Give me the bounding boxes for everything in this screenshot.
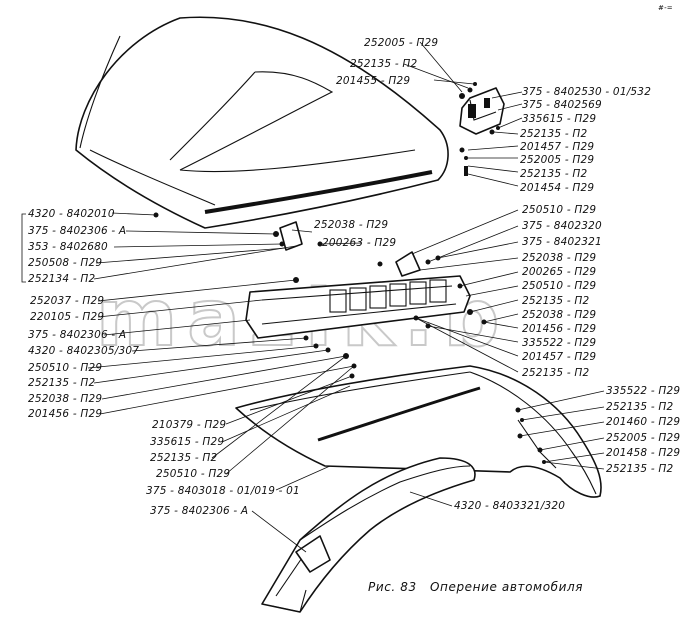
leader-lines bbox=[87, 41, 605, 553]
part-label: 252038 - П29 bbox=[522, 252, 596, 264]
part-label: 335615 - П29 bbox=[522, 113, 596, 125]
part-label: 375 - 8402306 - А bbox=[150, 505, 248, 517]
part-label: 201454 - П29 bbox=[520, 182, 594, 194]
part-label: 252135 - П2 bbox=[522, 367, 589, 379]
part-label: 201460 - П29 bbox=[606, 416, 680, 428]
part-label: 220105 - П29 bbox=[30, 311, 104, 323]
part-label: 252135 - П2 bbox=[520, 128, 587, 140]
part-labels: 252005 - П29 252135 - П2 201455 - П29 37… bbox=[28, 37, 680, 517]
hood-panel bbox=[75, 16, 449, 229]
part-label: 252135 - П2 bbox=[606, 401, 673, 413]
part-label: 201457 - П29 bbox=[520, 141, 594, 153]
part-label: 252038 - П29 bbox=[522, 309, 596, 321]
part-label: 250510 - П29 bbox=[522, 204, 596, 216]
part-label: 375 - 8402306 - А bbox=[28, 225, 126, 237]
part-label: 252038 - П29 bbox=[28, 393, 102, 405]
part-label: 252005 - П29 bbox=[520, 154, 594, 166]
part-label: 375 - 8402321 bbox=[522, 236, 602, 248]
part-label: 375 - 8403018 - 01/019 - 01 bbox=[146, 485, 300, 497]
fender bbox=[235, 365, 602, 498]
part-label: 252038 - П29 bbox=[314, 219, 388, 231]
splash-shield bbox=[261, 457, 476, 613]
part-label: 252135 - П2 bbox=[28, 377, 95, 389]
part-label: 252135 - П2 bbox=[606, 463, 673, 475]
part-label: 375 - 8402306 - А bbox=[28, 329, 126, 341]
part-label: 375 - 8402530 - 01/532 bbox=[522, 86, 651, 98]
part-label: 201456 - П29 bbox=[28, 408, 102, 420]
part-label: 210379 - П29 bbox=[152, 419, 226, 431]
corner-mark: #-= bbox=[658, 4, 673, 12]
part-label: 252005 - П29 bbox=[364, 37, 438, 49]
part-label: 252135 - П2 bbox=[350, 58, 417, 70]
part-label: 250510 - П29 bbox=[156, 468, 230, 480]
part-label: 200263 - П29 bbox=[322, 237, 396, 249]
part-label: 252134 - П2 bbox=[28, 273, 95, 285]
hinge-bracket bbox=[459, 82, 505, 176]
part-label: 250510 - П29 bbox=[28, 362, 102, 374]
part-label: 335522 - П29 bbox=[606, 385, 680, 397]
part-label: 250510 - П29 bbox=[522, 280, 596, 292]
part-label: 335522 - П29 bbox=[522, 337, 596, 349]
figure-caption: Рис. 83 Оперение автомобиля bbox=[368, 580, 583, 594]
part-label: 375 - 8402569 bbox=[522, 99, 602, 111]
part-label: 201456 - П29 bbox=[522, 323, 596, 335]
grille-panel bbox=[153, 212, 487, 389]
part-label: 250508 - П29 bbox=[28, 257, 102, 269]
part-label: 252135 - П2 bbox=[522, 295, 589, 307]
part-label: 4320 - 8402305/307 bbox=[28, 345, 139, 357]
label-group-bracket bbox=[21, 213, 26, 283]
part-label: 4320 - 8402010 bbox=[28, 208, 115, 220]
part-label: 353 - 8402680 bbox=[28, 241, 108, 253]
part-label: 201458 - П29 bbox=[606, 447, 680, 459]
part-label: 335615 - П29 bbox=[150, 436, 224, 448]
part-label: 201455 - П29 bbox=[336, 75, 410, 87]
part-label: 375 - 8402320 bbox=[522, 220, 602, 232]
part-label: 252135 - П2 bbox=[150, 452, 217, 464]
part-label: 200265 - П29 bbox=[522, 266, 596, 278]
part-label: 4320 - 8403321/320 bbox=[454, 500, 565, 512]
part-label: 252135 - П2 bbox=[520, 168, 587, 180]
part-label: 252005 - П29 bbox=[606, 432, 680, 444]
part-label: 252037 - П29 bbox=[30, 295, 104, 307]
part-label: 201457 - П29 bbox=[522, 351, 596, 363]
